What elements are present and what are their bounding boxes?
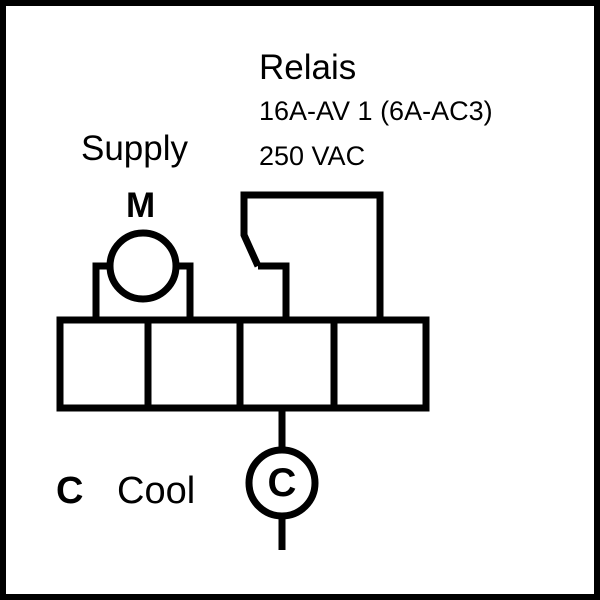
relay-voltage: 250 VAC bbox=[259, 141, 366, 171]
relay-switch-arm bbox=[240, 191, 384, 320]
supply-return-wire bbox=[176, 262, 194, 320]
cool-circle-letter: C bbox=[267, 461, 297, 505]
cool-symbol-letter: C bbox=[56, 470, 84, 512]
motor-symbol bbox=[106, 229, 180, 303]
relay-title: Relais bbox=[259, 48, 357, 87]
supply-title: Supply bbox=[81, 129, 189, 168]
relay-rating: 16A-AV 1 (6A-AC3) bbox=[259, 96, 493, 126]
supply-wire bbox=[92, 262, 110, 320]
motor-letter: M bbox=[126, 186, 156, 225]
cool-label: Cool bbox=[117, 470, 196, 512]
relay-contact-wire bbox=[258, 262, 290, 320]
diagram-inner-border bbox=[5, 5, 595, 595]
